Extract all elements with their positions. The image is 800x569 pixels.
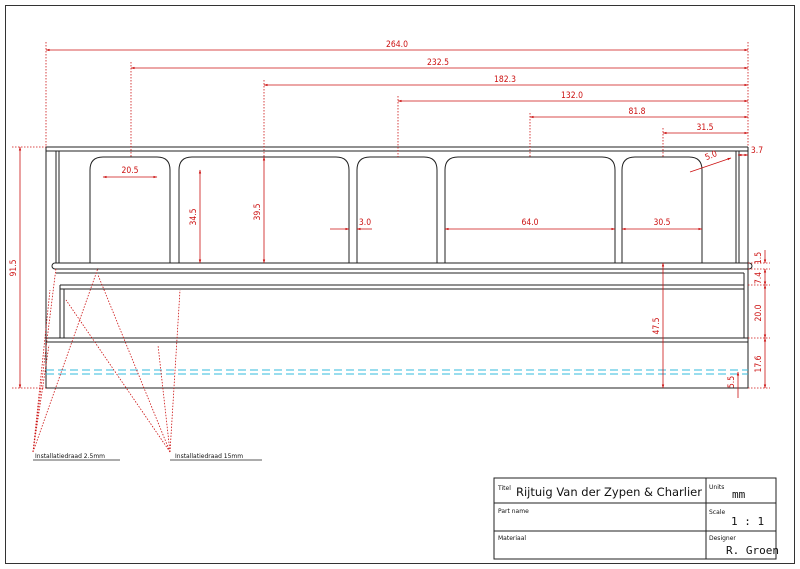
dim-window-width-end: 30.5	[653, 218, 670, 228]
dim-pillar-width: 3.0	[359, 218, 371, 228]
annotation-wire-large: Installatiedraad 15mm	[175, 453, 243, 460]
annotation-leaders	[32, 267, 181, 453]
dim-base-height: 17.6	[754, 355, 764, 372]
belt-rail	[51, 262, 753, 270]
designer-value: R. Groen	[726, 544, 779, 557]
dim-window-height: 34.5	[189, 208, 199, 225]
dim-overall-length: 264.0	[386, 40, 408, 50]
window-4	[444, 156, 616, 263]
title-label: Titel	[497, 485, 511, 492]
dim-rail-2: 7.4	[754, 272, 764, 284]
dimension-texts: 264.0 232.5 182.3 132.0 81.8 31.5 3.7 20…	[121, 40, 763, 228]
sheet-border	[5, 5, 795, 564]
dim-panel-height: 20.0	[754, 304, 764, 321]
title-block	[493, 477, 777, 560]
dim-132: 132.0	[561, 91, 583, 101]
carriage-side-view	[45, 146, 753, 389]
units-value: mm	[732, 488, 746, 501]
part-name-label: Part name	[498, 508, 529, 515]
radius-leader	[689, 157, 732, 173]
annotation-wire-small: Installatiedraad 2.5mm	[35, 453, 105, 460]
window-5	[621, 156, 703, 263]
dim-rail-1: 1.5	[754, 252, 764, 264]
title-value: Rijtuig Van der Zypen & Charlier	[516, 485, 702, 499]
centerlines	[46, 369, 748, 375]
scale-value: 1 : 1	[731, 515, 764, 528]
dim-overall-height: 91.5	[9, 259, 19, 276]
title-block-texts: Titel Rijtuig Van der Zypen & Charlier U…	[497, 484, 779, 557]
dim-end-gap: 3.7	[751, 146, 763, 156]
material-label: Materiaal	[498, 535, 526, 542]
dim-window-full-height: 39.5	[253, 203, 263, 220]
dim-lower-height: 47.5	[652, 317, 662, 334]
dim-radius: 5.0	[704, 149, 719, 163]
window-1	[89, 156, 171, 263]
dimension-lines	[12, 42, 770, 398]
dim-232-5: 232.5	[427, 58, 449, 68]
dim-window-width-small: 20.5	[121, 166, 138, 176]
dim-base-offset: 5.5	[727, 376, 737, 388]
dim-182-3: 182.3	[494, 75, 516, 85]
scale-label: Scale	[709, 509, 725, 516]
dim-81-8: 81.8	[628, 107, 645, 117]
dim-31-5: 31.5	[696, 123, 713, 133]
designer-label: Designer	[709, 535, 736, 542]
units-label: Units	[709, 484, 724, 491]
window-3	[356, 156, 438, 263]
dim-window-width-large: 64.0	[521, 218, 538, 228]
